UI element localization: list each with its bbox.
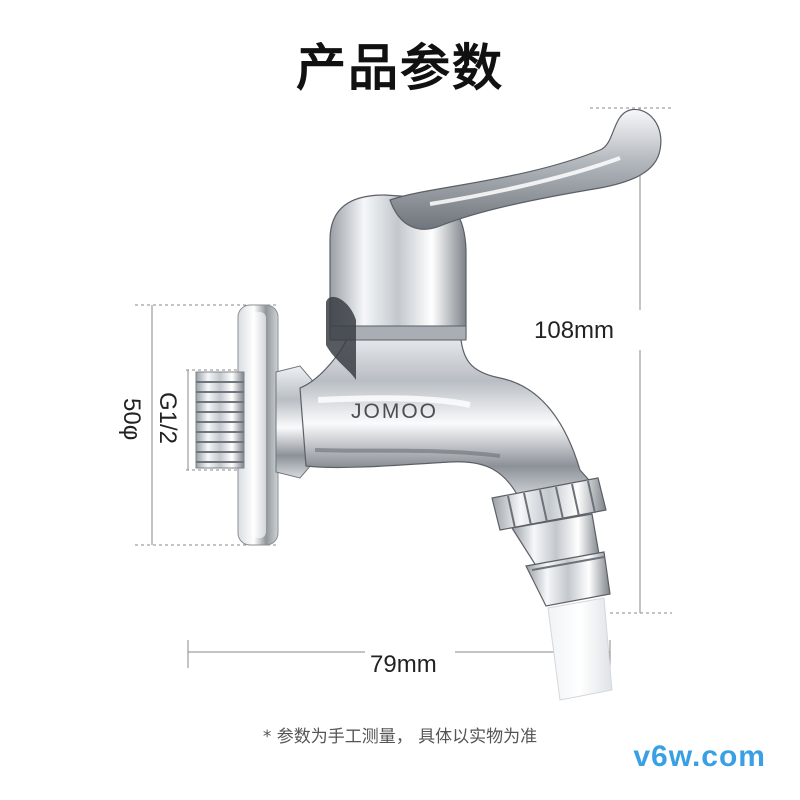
thread-size-label: G1/2 [154, 392, 181, 444]
threaded-inlet [195, 371, 245, 469]
outlet-coupling-nut [491, 477, 607, 531]
watermark: v6w.com [633, 740, 766, 773]
brand-logo-text: JOMOO [351, 400, 438, 423]
height-dimension-label: 108mm [534, 317, 614, 344]
page-title: 产品参数 [296, 39, 504, 97]
valve-cartridge [326, 194, 467, 380]
width-dimension-label: 79mm [370, 651, 437, 678]
lever-handle [389, 108, 662, 230]
flange-diameter-label: 50φ [118, 398, 145, 440]
water-stream [547, 597, 613, 701]
measurement-note: * 参数为手工测量， 具体以实物为准 [262, 727, 538, 747]
hose-connector [511, 513, 611, 607]
wall-flange [237, 304, 279, 546]
